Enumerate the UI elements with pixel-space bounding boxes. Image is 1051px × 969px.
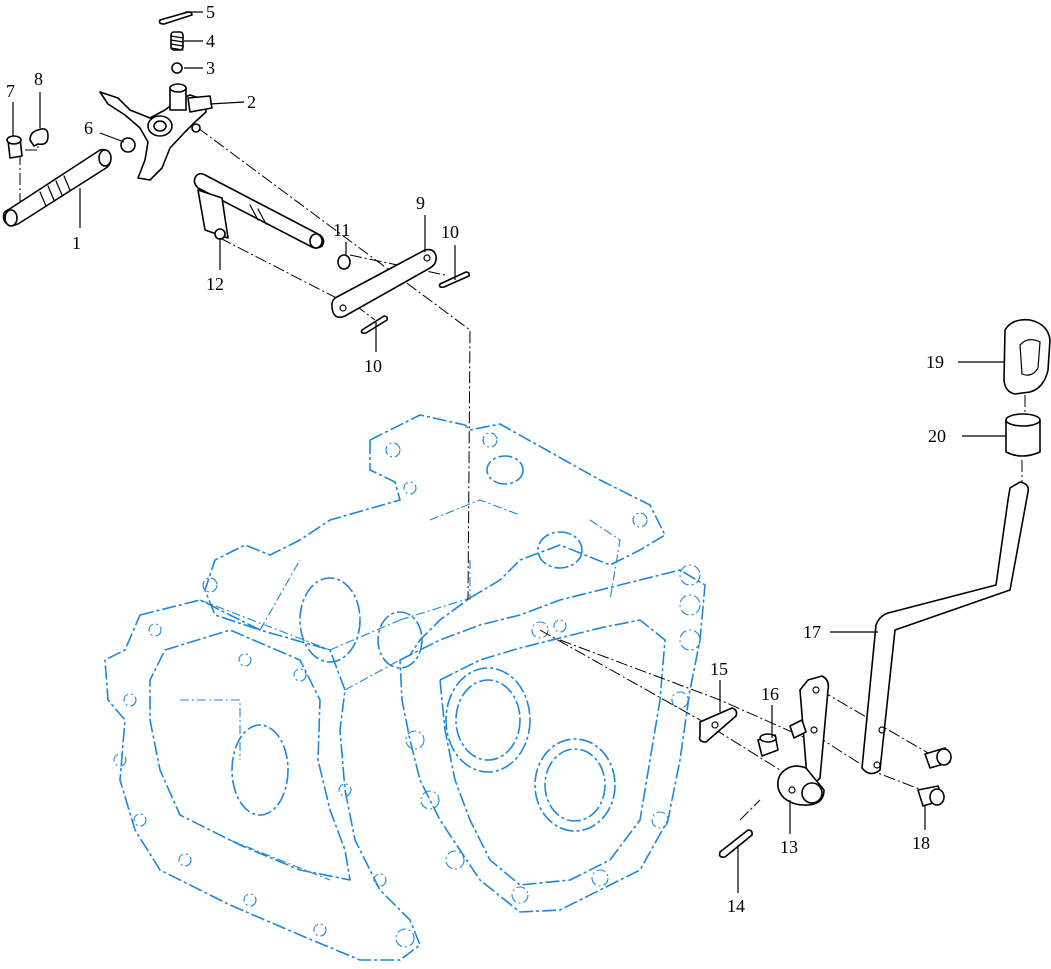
callout-1: 1 xyxy=(72,233,81,253)
callout-6: 6 xyxy=(84,118,93,138)
callout-13: 13 xyxy=(780,837,798,857)
detent-pin xyxy=(158,11,193,25)
washer xyxy=(120,137,136,153)
callout-10-upper: 10 xyxy=(441,222,459,242)
callout-11: 11 xyxy=(333,220,350,240)
callout-14: 14 xyxy=(727,896,745,916)
plug xyxy=(6,135,23,159)
o-ring xyxy=(337,254,351,270)
callout-leaders xyxy=(12,11,1006,893)
shift-lever xyxy=(861,481,1030,775)
callout-15: 15 xyxy=(710,659,728,679)
shift-fork xyxy=(99,83,213,181)
callout-7: 7 xyxy=(6,81,15,101)
shift-shaft xyxy=(193,172,325,249)
callout-2: 2 xyxy=(247,92,256,112)
cotter-pin-lower xyxy=(360,315,388,334)
callout-9: 9 xyxy=(416,193,425,213)
lever-arm xyxy=(776,675,830,806)
cotter-pin-upper xyxy=(438,271,470,288)
transmission-housing xyxy=(104,414,706,961)
callout-17: 17 xyxy=(803,622,821,642)
callout-4: 4 xyxy=(206,31,215,51)
shift-rod xyxy=(2,148,112,227)
callout-12: 12 xyxy=(206,274,224,294)
callout-8: 8 xyxy=(34,69,43,89)
bolt-18-upper xyxy=(924,747,952,769)
callout-16: 16 xyxy=(761,684,779,704)
bolt-16 xyxy=(757,733,779,757)
callout-3: 3 xyxy=(206,58,215,78)
detent-ball xyxy=(171,62,183,74)
bolt-18-lower xyxy=(917,785,945,807)
lock-plate xyxy=(698,707,738,743)
callout-20: 20 xyxy=(928,426,946,446)
callout-10-lower: 10 xyxy=(364,356,382,376)
callout-19: 19 xyxy=(926,352,944,372)
callout-numbers: 1 2 3 4 5 6 7 8 9 10 10 11 12 13 14 15 1… xyxy=(6,2,946,916)
spring-pin xyxy=(718,829,753,858)
detent-spring xyxy=(170,31,184,51)
callout-18: 18 xyxy=(912,833,930,853)
link-plate xyxy=(331,248,437,319)
circlip xyxy=(29,128,49,147)
lever-knob xyxy=(1003,318,1051,395)
callout-5: 5 xyxy=(206,2,215,22)
lever-sleeve xyxy=(1005,413,1041,457)
